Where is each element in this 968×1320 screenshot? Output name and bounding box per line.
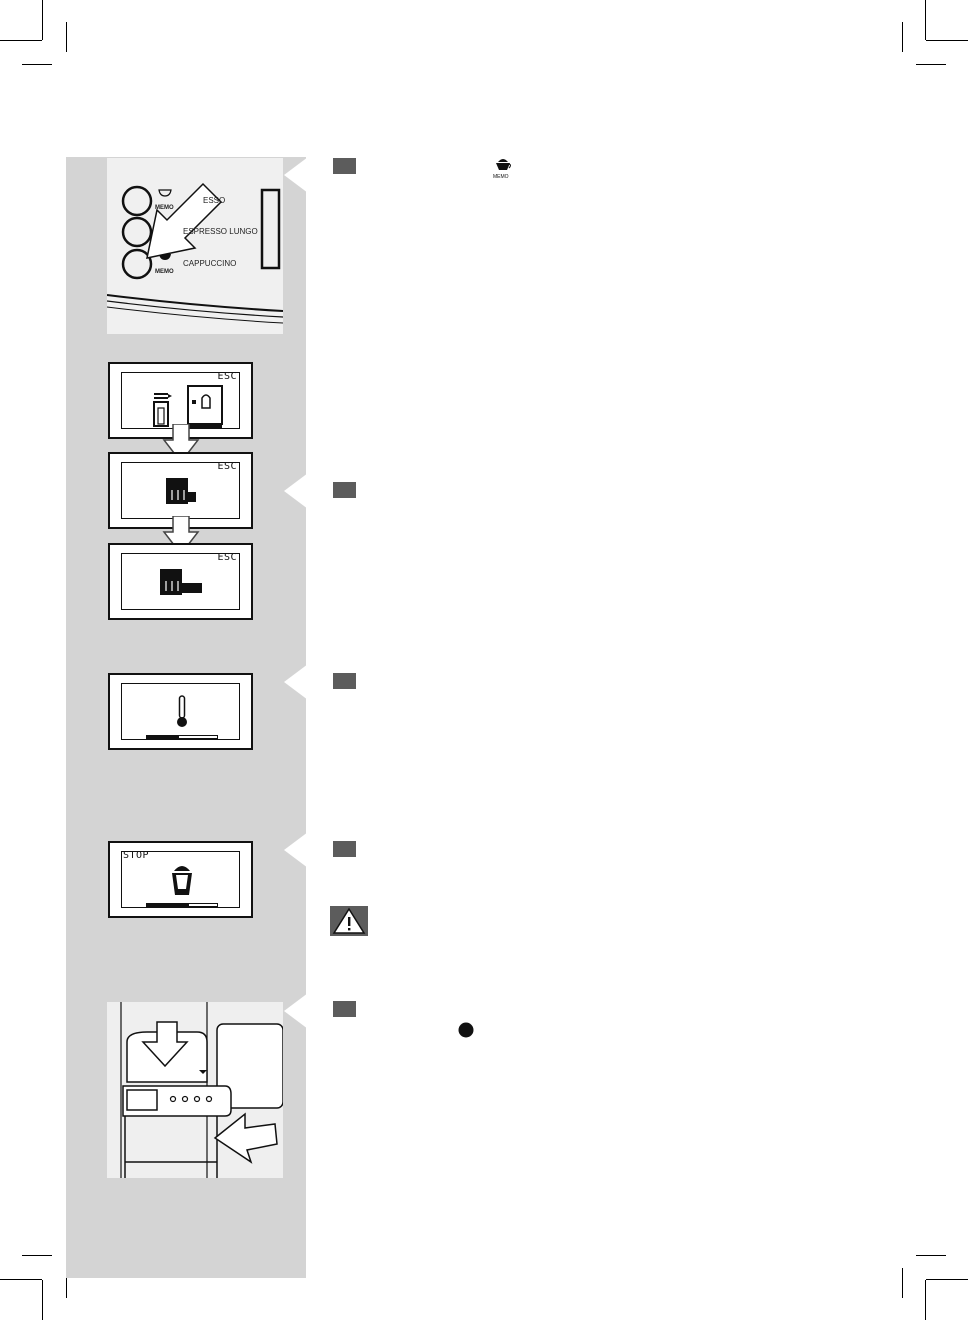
crop-mark	[902, 22, 903, 52]
machine-carafe-illustration	[107, 1002, 283, 1178]
step-pointer	[284, 993, 308, 1029]
arrow-down-icon	[162, 424, 200, 464]
warning-triangle-icon	[330, 906, 368, 936]
crop-mark	[902, 1268, 903, 1298]
carafe-cleaning-icon	[166, 478, 196, 504]
cappuccino-memo-icon	[496, 159, 511, 170]
display-frame	[121, 851, 240, 908]
filled-circle-icon	[458, 1022, 474, 1038]
crop-mark	[22, 1255, 52, 1256]
step-marker	[333, 673, 356, 689]
machine-drawing	[120, 1002, 283, 1178]
step-marker	[333, 841, 356, 857]
crop-mark	[66, 22, 67, 52]
control-panel-drawing	[107, 182, 283, 324]
display-screen-dispensing: STOP	[108, 841, 253, 918]
stop-label[interactable]: STOP	[123, 850, 150, 861]
display-screen-heating	[108, 673, 253, 750]
crop-mark	[66, 1268, 67, 1298]
panel-label-cappuccino: CAPPUCCINO	[183, 259, 237, 268]
carafe-cleaning-icon	[160, 569, 202, 595]
esc-label: ESC	[217, 552, 237, 563]
crop-mark	[42, 0, 43, 40]
crop-mark	[0, 40, 42, 41]
crop-mark	[916, 64, 946, 65]
memo-label: MEMO	[155, 205, 174, 211]
step-marker	[333, 158, 356, 174]
memo-caption: MEMO	[493, 174, 509, 180]
crop-mark	[925, 0, 926, 40]
crop-mark	[0, 1279, 42, 1280]
milk-cup-icon	[172, 866, 192, 895]
step-pointer	[284, 473, 308, 509]
memo-label: MEMO	[155, 269, 174, 275]
step-marker	[333, 482, 356, 498]
crop-mark	[916, 1255, 946, 1256]
display-screen-step-b: ESC	[108, 543, 253, 620]
dispensing-progress-fill	[147, 904, 189, 906]
thermometer-icon	[177, 695, 187, 727]
control-panel-illustration: ESSO ESPRESSO LUNGO CAPPUCCINO MEMO MEMO	[107, 158, 283, 334]
display-frame	[121, 553, 240, 610]
step-pointer	[284, 832, 308, 868]
panel-label-espresso: ESSO	[203, 196, 226, 205]
step-marker	[333, 1001, 356, 1017]
heating-progress-bar	[146, 735, 218, 739]
display-frame	[121, 683, 240, 740]
crop-mark	[42, 1280, 43, 1320]
dispensing-progress-bar	[146, 903, 218, 907]
crop-mark	[926, 1279, 968, 1280]
step-pointer	[284, 157, 308, 193]
step-pointer	[284, 664, 308, 700]
crop-mark	[925, 1280, 926, 1320]
carafe-connect-icon	[153, 385, 223, 428]
esc-label: ESC	[217, 371, 237, 382]
esc-label: ESC	[217, 461, 237, 472]
crop-mark	[22, 64, 52, 65]
heating-progress-fill	[147, 736, 179, 738]
crop-mark	[926, 40, 968, 41]
panel-label-espresso-lungo: ESPRESSO LUNGO	[183, 227, 258, 236]
